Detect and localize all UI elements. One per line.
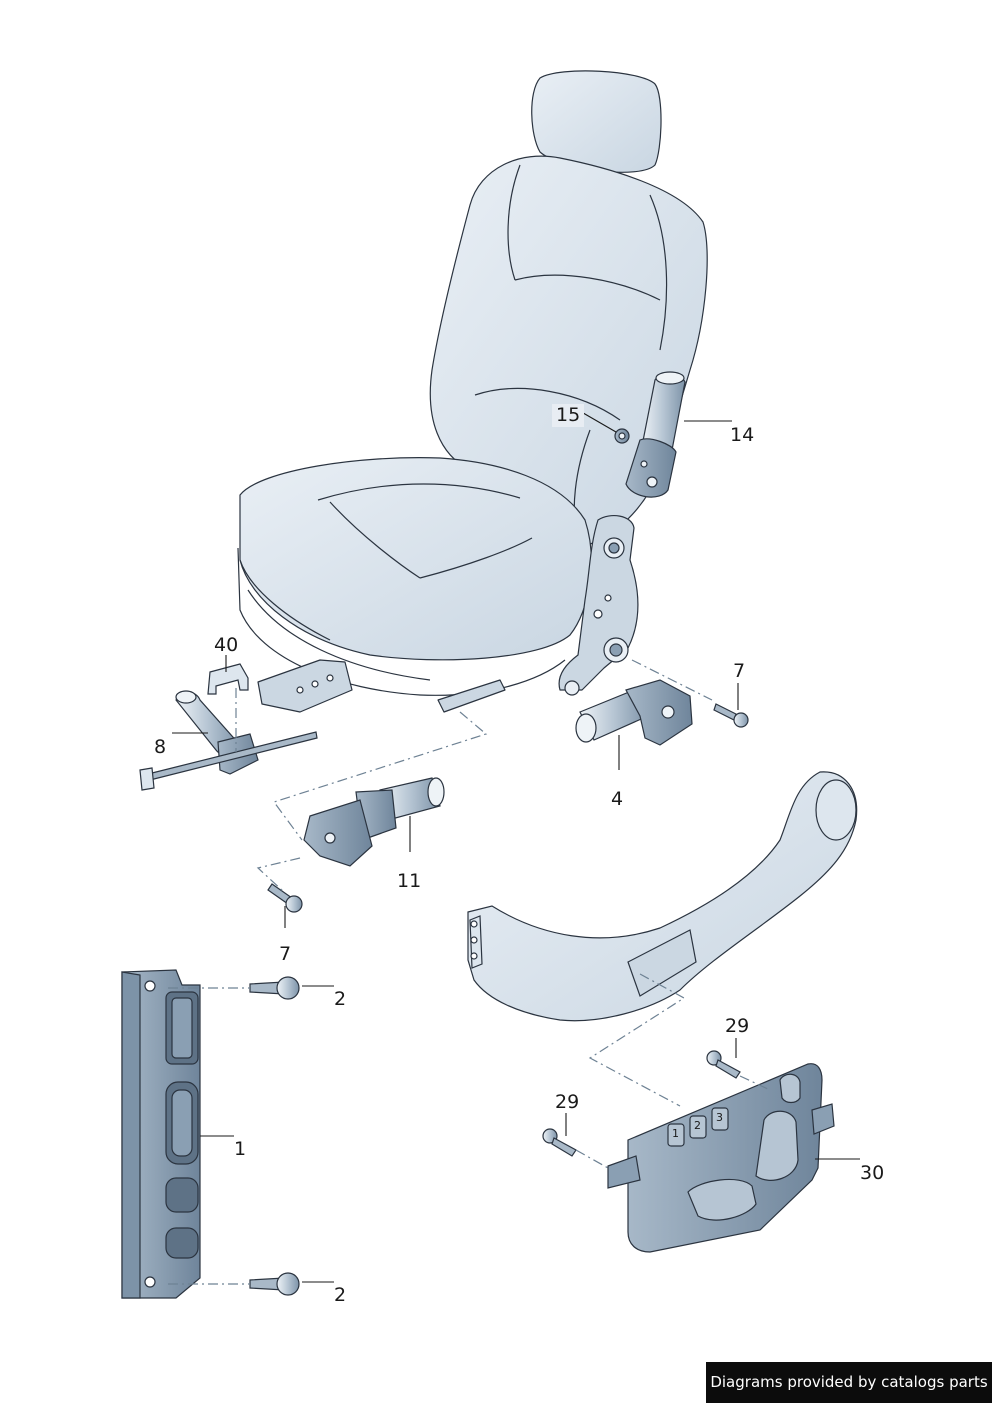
motor-11	[303, 777, 445, 867]
motor-4	[575, 679, 693, 746]
callout-7-lower: 7	[279, 943, 292, 965]
screw-2-upper	[249, 976, 300, 1000]
callout-8: 8	[154, 736, 167, 758]
seat-switch-30	[607, 1063, 835, 1253]
switch-button-3: 3	[716, 1111, 723, 1124]
switch-button-1: 1	[672, 1127, 679, 1140]
headrest	[531, 70, 662, 183]
bolt-29-lower	[542, 1128, 577, 1157]
callout-29-upper: 29	[725, 1015, 750, 1037]
callout-29-lower: 29	[555, 1091, 580, 1113]
seat-frame	[257, 514, 639, 713]
callout-30: 30	[860, 1162, 885, 1184]
seat-assembly	[237, 70, 708, 713]
bracket-40	[207, 663, 249, 695]
callout-2-lower: 2	[334, 1284, 347, 1306]
bolt-7-upper	[713, 703, 749, 728]
bolt-7-lower	[267, 883, 303, 913]
callout-4: 4	[611, 788, 624, 810]
switch-button-2: 2	[694, 1119, 701, 1132]
callout-7-upper: 7	[733, 660, 746, 682]
control-unit-1	[121, 969, 201, 1299]
callout-40: 40	[214, 634, 239, 656]
bolt-29-upper	[706, 1050, 741, 1079]
screw-2-lower	[249, 1272, 300, 1296]
spindle-drive-8	[139, 690, 318, 791]
side-trim-panel	[467, 771, 858, 1022]
callout-15: 15	[552, 404, 585, 427]
assembly-lines	[168, 659, 771, 1285]
leader-lines	[172, 409, 860, 1283]
nut-15	[614, 428, 630, 444]
backrest-motor-14	[625, 371, 686, 498]
callout-14: 14	[730, 424, 755, 446]
callout-2-upper: 2	[334, 988, 347, 1010]
seat-cushion	[237, 457, 592, 696]
credit-banner: Diagrams provided by catalogs parts	[706, 1362, 992, 1403]
callout-11: 11	[397, 870, 422, 892]
callout-1: 1	[234, 1138, 247, 1160]
